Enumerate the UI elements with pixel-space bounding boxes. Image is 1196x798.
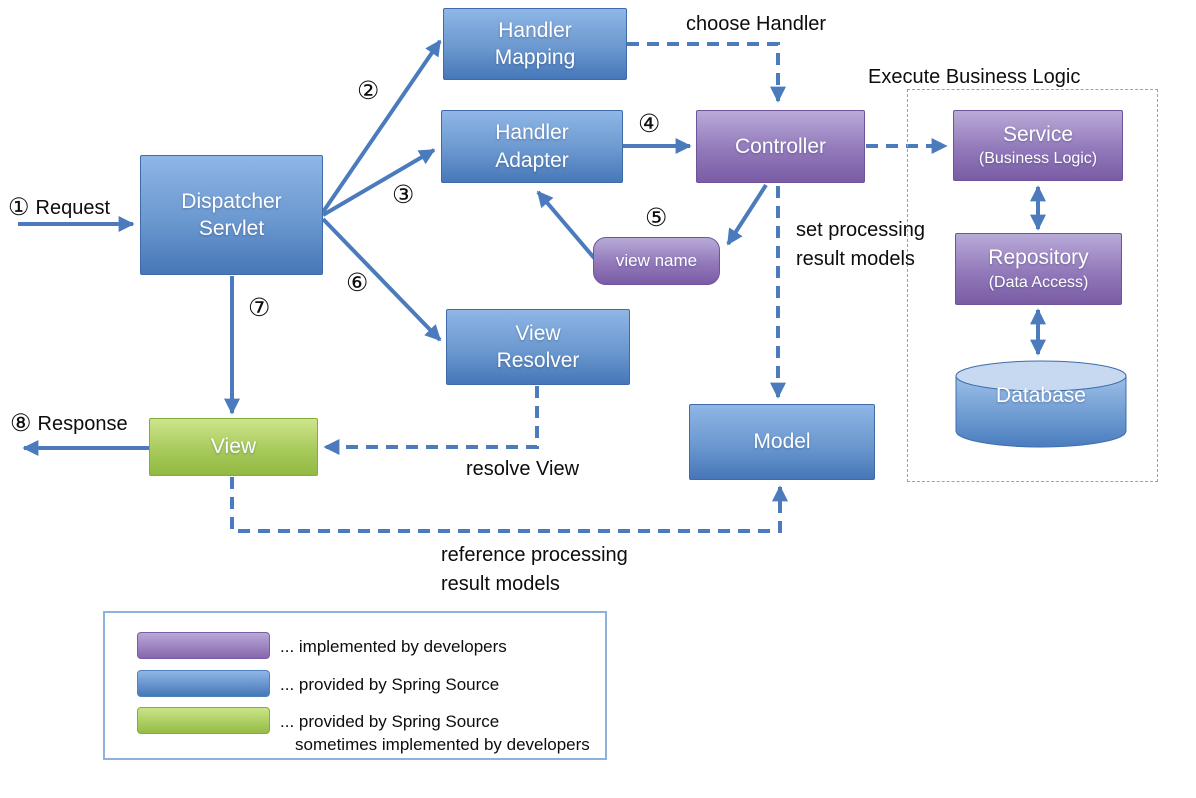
step-3-icon: ③ — [392, 181, 415, 209]
node-view-name: view name — [593, 237, 720, 285]
response-label: Response — [37, 412, 128, 435]
request-annotation: ① Request — [8, 191, 110, 226]
node-database: Database — [955, 360, 1127, 448]
reference-line1: reference processing — [441, 544, 628, 566]
arrow-dispatcher-to-view-resolver — [321, 217, 442, 342]
legend-item-spring-sometimes-line1: ... provided by Spring Source — [280, 712, 500, 731]
arrow-dispatcher-to-handler-mapping — [321, 39, 442, 214]
set-processing-line1: set processing — [796, 219, 925, 241]
legend-swatch-purple — [137, 632, 270, 659]
arrow-dispatcher-to-handler-adapter — [321, 148, 436, 217]
node-view-resolver: View Resolver — [446, 309, 630, 385]
step-7-icon: ⑦ — [248, 294, 271, 322]
reference-line2: result models — [441, 573, 560, 595]
business-logic-container — [907, 89, 1158, 482]
step-2-icon: ② — [357, 77, 380, 105]
arrow-view-name-to-handler-adapter — [536, 190, 597, 261]
node-service-subtitle: (Business Logic) — [978, 150, 1098, 168]
node-handler-adapter: Handler Adapter — [441, 110, 623, 183]
legend-swatch-green — [137, 707, 270, 734]
node-model: Model — [689, 404, 875, 480]
choose-handler-annotation: choose Handler — [686, 13, 827, 35]
node-dispatcher-servlet: Dispatcher Servlet — [140, 155, 323, 275]
node-controller: Controller — [696, 110, 865, 183]
node-handler-mapping: Handler Mapping — [443, 8, 627, 80]
legend-item-spring: ... provided by Spring Source — [280, 675, 500, 694]
node-repository-subtitle: (Data Access) — [988, 273, 1089, 291]
set-processing-annotation: set processing result models — [796, 216, 925, 274]
node-view: View — [149, 418, 318, 476]
arrow-choose-handler — [627, 42, 786, 103]
resolve-view-annotation: resolve View — [466, 458, 580, 480]
legend: ... implemented by developers ... provid… — [103, 611, 607, 760]
reference-annotation: reference processing result models — [441, 541, 628, 599]
arrow-view-resolver-to-view — [323, 386, 539, 455]
step-8-icon: ⑧ — [10, 410, 32, 437]
node-view-label: View — [210, 435, 257, 459]
node-service: Service (Business Logic) — [953, 110, 1123, 181]
node-service-title: Service — [1002, 122, 1074, 146]
legend-item-developers: ... implemented by developers — [280, 637, 507, 656]
request-label: Request — [35, 196, 111, 219]
node-view-resolver-label: View Resolver — [496, 321, 580, 372]
node-repository-title: Repository — [988, 246, 1089, 270]
step-4-icon: ④ — [638, 110, 661, 138]
node-handler-adapter-label: Handler Adapter — [495, 121, 569, 172]
node-view-name-label: view name — [615, 250, 698, 270]
arrow-view-to-model-reference — [230, 477, 788, 533]
response-annotation: ⑧ Response — [10, 407, 128, 442]
node-controller-label: Controller — [734, 134, 827, 158]
node-database-label: Database — [996, 384, 1086, 407]
legend-item-spring-sometimes-line2: sometimes implemented by developers — [295, 735, 590, 754]
set-processing-line2: result models — [796, 248, 915, 270]
node-dispatcher-servlet-label: Dispatcher Servlet — [181, 189, 282, 240]
step-6-icon: ⑥ — [346, 269, 369, 297]
step-1-icon: ① — [8, 194, 30, 221]
step-5-icon: ⑤ — [645, 204, 668, 232]
node-model-label: Model — [753, 430, 811, 454]
arrow-controller-to-view-name — [726, 183, 768, 246]
node-repository: Repository (Data Access) — [955, 233, 1122, 305]
node-handler-mapping-label: Handler Mapping — [494, 18, 576, 69]
execute-business-logic-annotation: Execute Business Logic — [868, 66, 1081, 88]
database-cylinder-icon — [955, 360, 1127, 448]
legend-swatch-blue — [137, 670, 270, 697]
